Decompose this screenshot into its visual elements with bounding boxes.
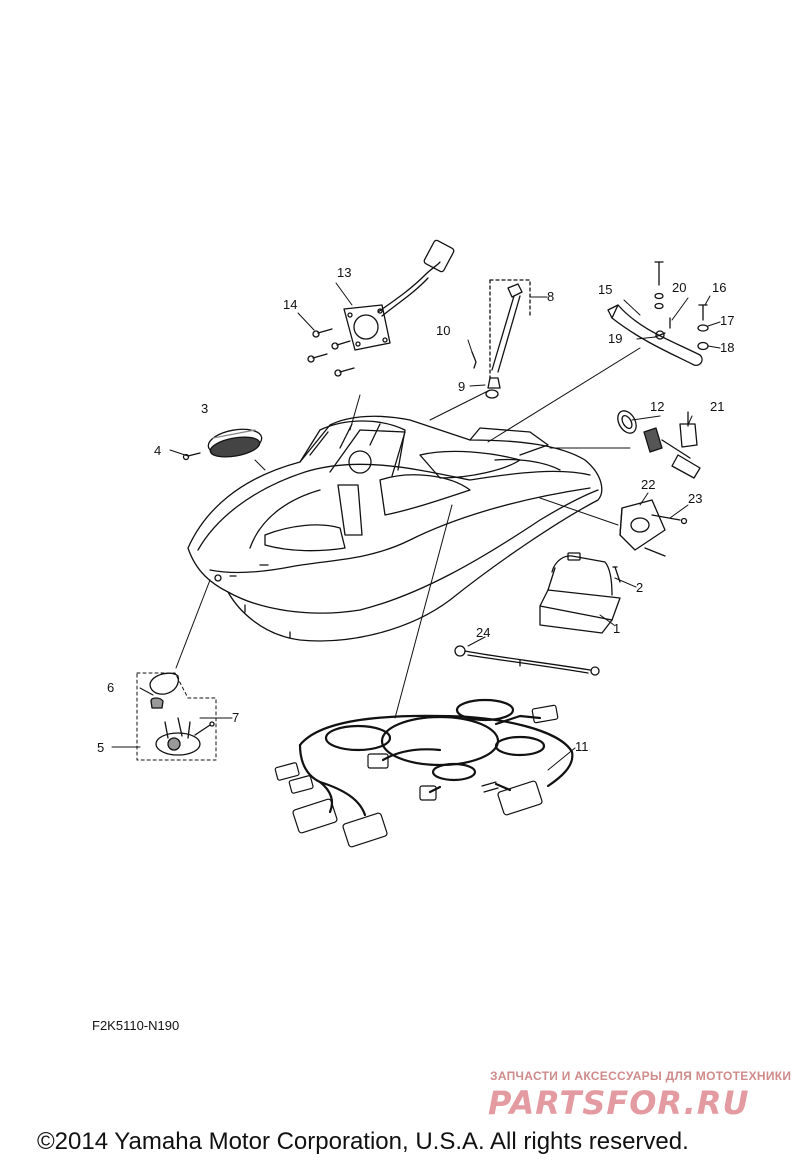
callout-15: 15 — [598, 282, 612, 297]
sensor-21 — [643, 411, 701, 479]
callout-8: 8 — [547, 289, 554, 304]
leader-lines — [111, 282, 721, 771]
callout-2: 2 — [636, 580, 643, 595]
watermark-logo: PARTSFOR.RU — [488, 1084, 750, 1122]
callout-17: 17 — [720, 313, 734, 328]
callout-12: 12 — [650, 399, 664, 414]
callout-16: 16 — [712, 280, 726, 295]
mount-plate-13 — [343, 239, 455, 351]
clip-10 — [471, 351, 477, 369]
callout-11: 11 — [575, 739, 589, 754]
grommet-12 — [617, 410, 637, 434]
bracket-15 — [607, 304, 703, 366]
bolt-19 — [654, 330, 666, 340]
bolt-20 — [654, 261, 671, 329]
screw-7 — [194, 721, 215, 736]
callout-22: 22 — [641, 477, 655, 492]
light-bracket-box — [136, 672, 217, 761]
callout-20: 20 — [672, 280, 686, 295]
control-box-22 — [619, 499, 666, 557]
watermark-tagline: ЗАПЧАСТИ И АКСЕССУАРЫ ДЛЯ МОТОТЕХНИКИ — [490, 1069, 792, 1083]
callout-9: 9 — [458, 379, 465, 394]
screw-4 — [182, 452, 201, 461]
callout-21: 21 — [710, 399, 724, 414]
harness-connectors — [274, 704, 559, 848]
light-5 — [155, 717, 201, 756]
callout-7: 7 — [232, 710, 239, 725]
cable-24 — [454, 645, 600, 676]
screw-2 — [612, 566, 621, 583]
boat-hull — [187, 415, 603, 642]
callout-14: 14 — [283, 297, 297, 312]
screws-14 — [307, 328, 355, 377]
washer-17 — [697, 324, 709, 332]
callout-1: 1 — [613, 621, 620, 636]
copyright-notice: ©2014 Yamaha Motor Corporation, U.S.A. A… — [37, 1128, 689, 1155]
callout-10: 10 — [436, 323, 450, 338]
callout-24: 24 — [476, 625, 490, 640]
callouts: 1 2 3 4 5 6 7 8 9 10 11 12 13 14 15 16 1… — [97, 265, 734, 755]
callout-6: 6 — [107, 680, 114, 695]
nut-18 — [697, 341, 709, 351]
callout-4: 4 — [154, 443, 161, 458]
grommet-9 — [485, 377, 501, 399]
callout-19: 19 — [608, 331, 622, 346]
lens-6 — [149, 672, 180, 709]
callout-5: 5 — [97, 740, 104, 755]
callout-13: 13 — [337, 265, 351, 280]
speaker-3 — [207, 428, 263, 458]
callout-23: 23 — [688, 491, 702, 506]
bolt-16 — [698, 304, 708, 321]
mast-8 — [489, 279, 531, 381]
callout-18: 18 — [720, 340, 734, 355]
battery-box-1 — [539, 552, 621, 634]
callout-3: 3 — [201, 401, 208, 416]
diagram-code: F2K5110-N190 — [92, 1018, 180, 1033]
screw-23 — [651, 514, 688, 525]
